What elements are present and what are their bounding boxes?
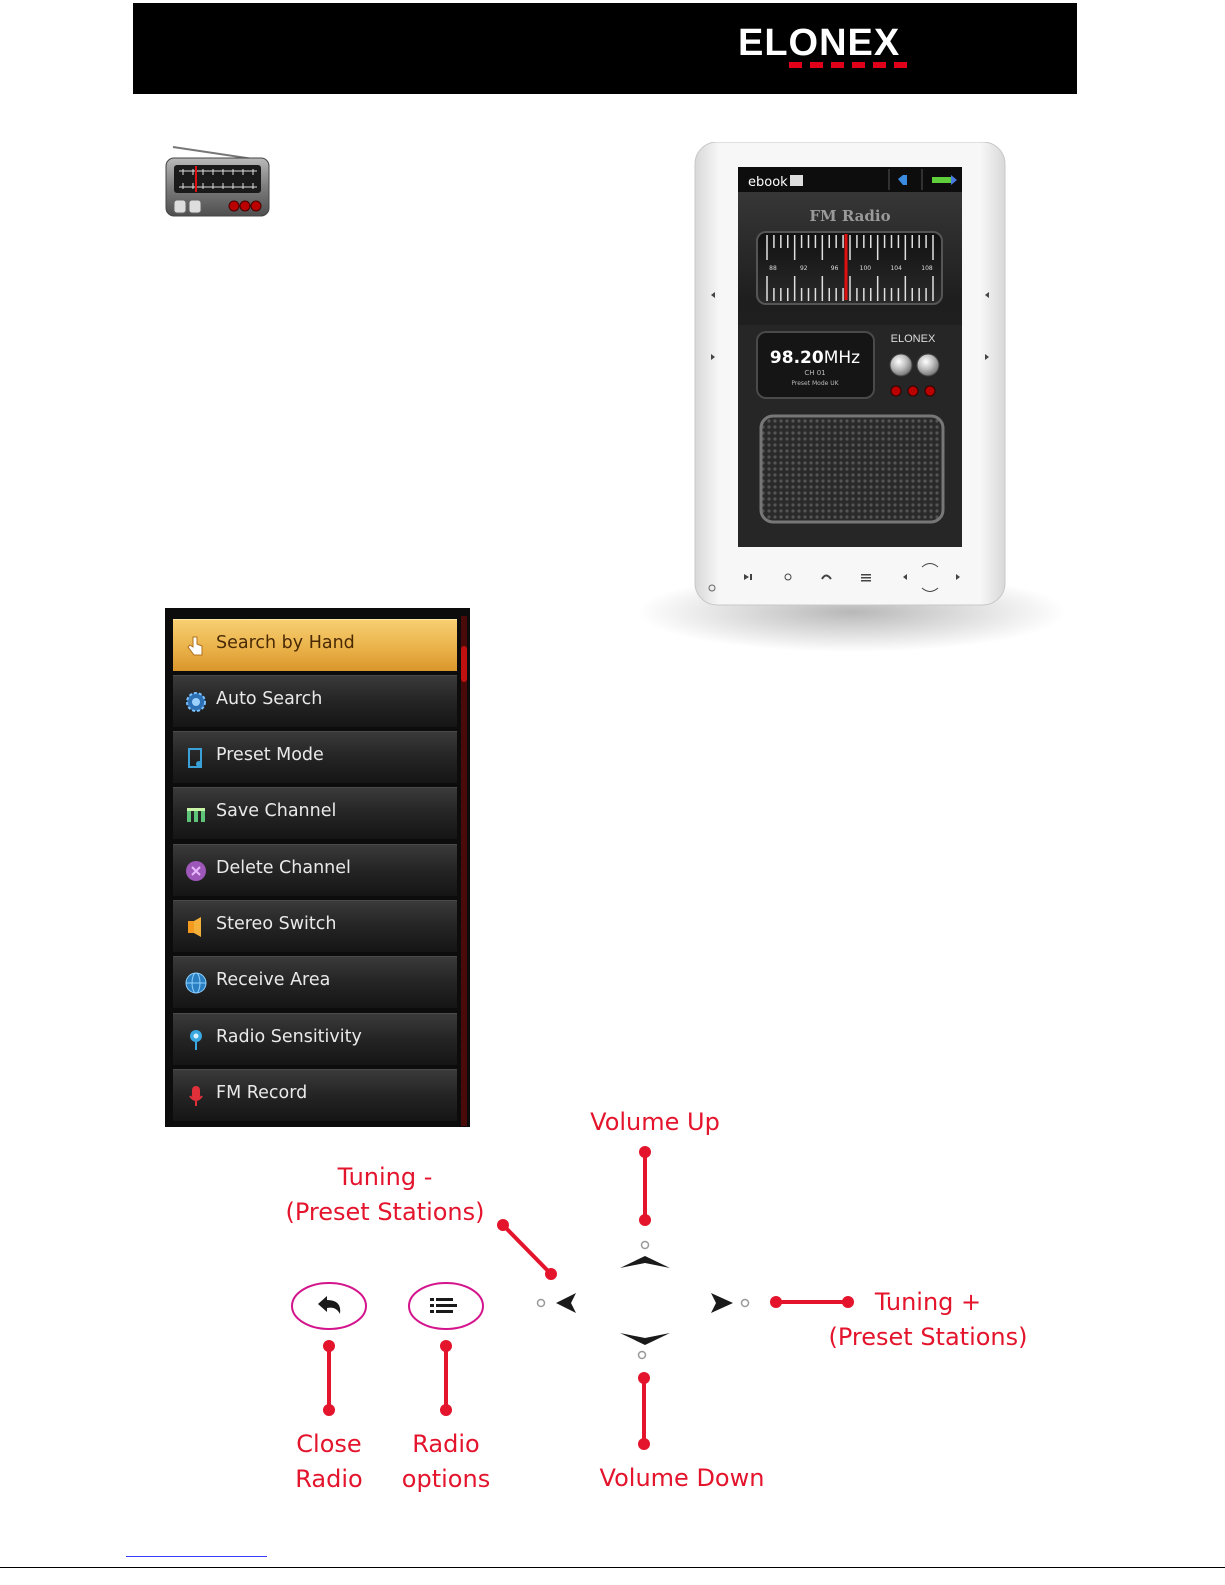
speaker-icon	[188, 917, 201, 937]
antenna-icon	[190, 1030, 202, 1050]
label-volume-down: Volume Down	[599, 1464, 765, 1492]
label-close-radio: Radio	[295, 1465, 363, 1493]
label-tuning-plus-preset: (Preset Stations)	[828, 1323, 1028, 1351]
menu-item-label: Delete Channel	[216, 858, 351, 878]
menu-item-label: Stereo Switch	[216, 914, 337, 934]
microphone-icon	[189, 1086, 203, 1106]
back-icon	[821, 574, 832, 580]
hand-pointer-icon	[187, 636, 203, 656]
menu-item-receive-area[interactable]: Receive Area	[173, 956, 457, 1008]
frequency-readout: 98.20MHz	[770, 348, 860, 368]
menu-item-save-channel[interactable]: Save Channel	[173, 787, 457, 839]
menu-item-label: Receive Area	[216, 970, 331, 990]
tuning-dial	[756, 231, 943, 305]
label-radio: Radio	[412, 1430, 480, 1458]
battery-icon	[932, 177, 951, 183]
menu-item-stereo-switch[interactable]: Stereo Switch	[173, 900, 457, 952]
brand-logo: ELONEX	[738, 22, 901, 64]
menu-scrollbar[interactable]	[461, 616, 467, 1126]
menu-item-label: Radio Sensitivity	[216, 1027, 362, 1047]
tuning-plus-arrow	[711, 1293, 733, 1313]
speaker-grille	[759, 414, 945, 524]
volume-icon	[898, 175, 907, 185]
footer-rule	[0, 1567, 1225, 1568]
label-tuning-minus: Tuning -	[337, 1163, 433, 1191]
tuning-minus-dot	[536, 1298, 546, 1308]
brand-logo-underline	[789, 62, 909, 68]
menu-item-search-by-hand[interactable]: Search by Hand	[173, 619, 457, 671]
label-radio-options: options	[401, 1465, 491, 1493]
menu-item-label: FM Record	[216, 1083, 308, 1103]
dial-tick-label: 88	[769, 265, 777, 272]
preset-music-icon	[188, 748, 202, 768]
play-pause-icon	[744, 574, 749, 580]
menu-item-preset-mode[interactable]: Preset Mode	[173, 731, 457, 783]
channel-label: CH 01	[804, 369, 825, 377]
header-bar	[133, 3, 1077, 94]
knob-right	[916, 353, 940, 377]
volume-down-arrow	[620, 1333, 670, 1345]
menu-item-auto-search[interactable]: Auto Search	[173, 675, 457, 727]
menu-item-label: Auto Search	[216, 689, 323, 709]
zoom-icon	[784, 573, 792, 581]
radio-options-menu: Search by Hand Auto Search Preset Mode S…	[165, 608, 470, 1127]
power-icon	[708, 584, 716, 592]
footer-link-underline[interactable]	[126, 1556, 267, 1557]
globe-icon	[185, 972, 207, 994]
delete-x-icon	[186, 861, 206, 881]
book-icon	[790, 175, 803, 186]
menu-item-label: Preset Mode	[216, 745, 324, 765]
frequency-display	[756, 331, 875, 399]
menu-item-label: Search by Hand	[216, 633, 355, 653]
panel-brand: ELONEX	[891, 333, 936, 345]
tuning-minus-arrow	[556, 1293, 576, 1313]
label-tuning-plus: Tuning +	[874, 1288, 982, 1316]
label-close: Close	[296, 1430, 362, 1458]
volume-up-arrow	[620, 1256, 670, 1268]
label-volume-up: Volume Up	[590, 1108, 720, 1136]
app-title: FM Radio	[809, 207, 890, 225]
back-arrow-icon	[318, 1296, 341, 1314]
volume-down-dot	[637, 1350, 647, 1360]
menu-icon	[861, 574, 871, 576]
knob-left	[889, 353, 913, 377]
mode-label: Preset Mode UK	[791, 380, 839, 387]
status-app-label: ebook	[748, 175, 788, 190]
gear-search-icon	[186, 692, 206, 712]
dial-tick-label: 104	[890, 265, 902, 272]
dial-tick-label: 96	[831, 265, 839, 272]
menu-item-delete-channel[interactable]: Delete Channel	[173, 844, 457, 896]
dial-tick-label: 108	[921, 265, 933, 272]
equalizer-icon	[187, 808, 205, 822]
label-tuning-minus-preset: (Preset Stations)	[285, 1198, 485, 1226]
tuning-plus-dot	[740, 1298, 750, 1308]
menu-item-label: Save Channel	[216, 801, 337, 821]
dial-tick-label: 100	[860, 265, 872, 272]
volume-up-dot	[640, 1240, 650, 1250]
menu-list-icon	[430, 1298, 457, 1313]
dial-tick-label: 92	[800, 265, 808, 272]
menu-scroll-thumb[interactable]	[461, 646, 467, 682]
menu-item-radio-sensitivity[interactable]: Radio Sensitivity	[173, 1013, 457, 1065]
menu-item-fm-record[interactable]: FM Record	[173, 1069, 457, 1121]
radio-app-icon	[165, 146, 270, 217]
